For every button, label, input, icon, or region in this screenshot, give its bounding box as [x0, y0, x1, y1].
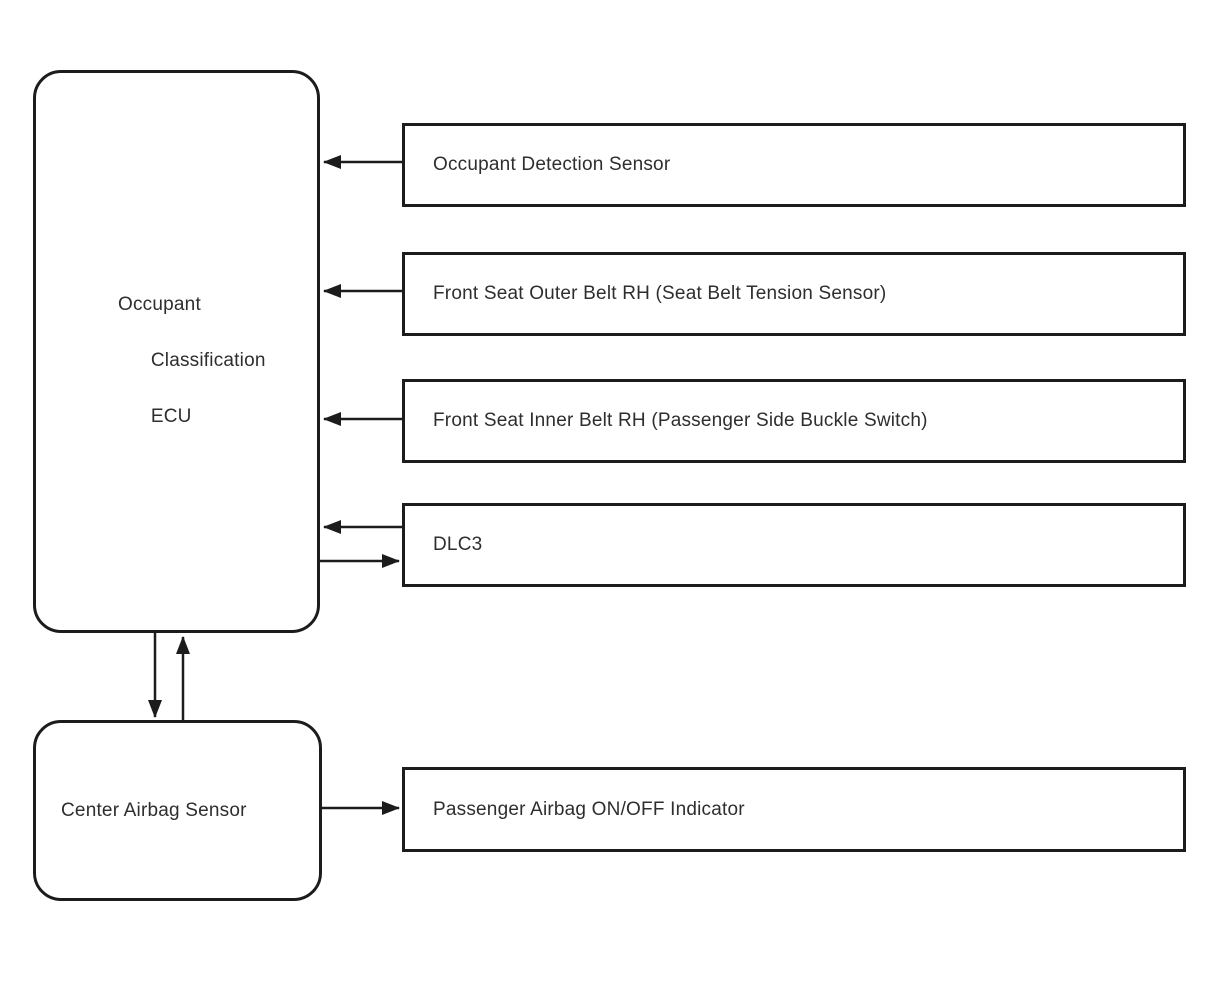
front-seat-inner-belt-label: Front Seat Inner Belt RH (Passenger Side…: [433, 410, 928, 431]
ecu-label-line-3: ECU: [150, 406, 192, 427]
dlc3-label: DLC3: [433, 534, 483, 555]
node-occupant-classification-ecu: Occupant Classification ECU: [33, 70, 320, 633]
center-airbag-sensor-label: Center Airbag Sensor: [61, 799, 247, 821]
ecu-label-line-2: Classification: [150, 350, 266, 371]
node-center-airbag-sensor: Center Airbag Sensor: [33, 720, 322, 901]
node-occupant-detection-sensor: Occupant Detection Sensor: [402, 123, 1186, 207]
node-front-seat-outer-belt: Front Seat Outer Belt RH (Seat Belt Tens…: [402, 252, 1186, 336]
ecu-label-line-1: Occupant: [118, 294, 201, 315]
node-front-seat-inner-belt: Front Seat Inner Belt RH (Passenger Side…: [402, 379, 1186, 463]
node-passenger-airbag-indicator: Passenger Airbag ON/OFF Indicator: [402, 767, 1186, 852]
passenger-airbag-indicator-label: Passenger Airbag ON/OFF Indicator: [433, 798, 745, 820]
node-dlc3: DLC3: [402, 503, 1186, 587]
front-seat-outer-belt-label: Front Seat Outer Belt RH (Seat Belt Tens…: [433, 283, 887, 304]
occupant-detection-sensor-label: Occupant Detection Sensor: [433, 154, 671, 175]
occupant-classification-ecu-label: Occupant Classification ECU: [118, 291, 266, 431]
